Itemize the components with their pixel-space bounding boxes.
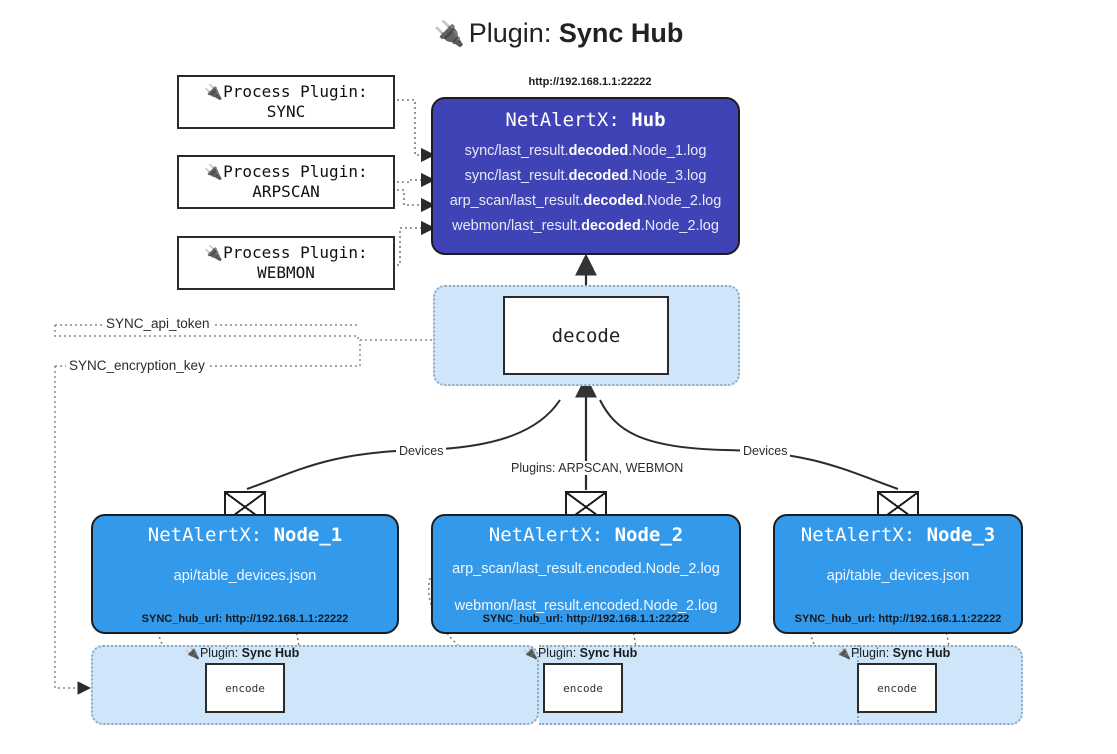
plugin-zone-prefix: Plugin: [199, 646, 239, 660]
plug-icon: 🔌 [836, 646, 851, 660]
plug-icon: 🔌 [523, 646, 538, 660]
hub-log-line: arp_scan/last_result.decoded.Node_2.log [433, 189, 738, 214]
node-resource-line: api/table_devices.json [826, 568, 970, 584]
plugin-zone-prefix: Plugin: [850, 646, 890, 660]
node-app-name: NetAlertX: [147, 524, 263, 546]
hub-log-line: sync/last_result.decoded.Node_3.log [433, 164, 738, 189]
hub-node[interactable]: NetAlertX: Hub sync/last_result.decoded.… [431, 97, 740, 255]
process-plugin-label: 🔌Process Plugin: [204, 82, 367, 102]
node-hub-url-label: SYNC_hub_url: http://192.168.1.1:22222 [141, 613, 349, 625]
log-prefix: sync/last_result. [464, 143, 569, 159]
plugin-zone-prefix: Plugin: [537, 646, 577, 660]
node-title: NetAlertX: Node_2 [433, 524, 739, 546]
page-title: 🔌Plugin: Sync Hub [0, 18, 1117, 49]
edge-label-devices-left: Devices [396, 444, 447, 458]
node-name: Node_3 [926, 524, 996, 546]
process-plugin-caption: Process Plugin: [223, 82, 368, 102]
page-title-prefix: Plugin: [468, 18, 552, 48]
process-plugin-name: ARPSCAN [252, 182, 320, 201]
node-box-node-1[interactable]: NetAlertX: Node_1 api/table_devices.json… [91, 514, 399, 634]
process-plugin-label: 🔌Process Plugin: [204, 243, 367, 263]
node-hub-url-label: SYNC_hub_url: http://192.168.1.1:22222 [794, 613, 1002, 625]
node-box-node-3[interactable]: NetAlertX: Node_3 api/table_devices.json… [773, 514, 1023, 634]
log-suffix: .Node_1.log [628, 143, 707, 159]
hub-name: Hub [631, 109, 666, 131]
label-sync-encryption-key: SYNC_encryption_key [66, 358, 208, 373]
node-resource-line: api/table_devices.json [173, 568, 317, 584]
encode-box[interactable]: encode [543, 663, 623, 713]
plugin-zone-label: 🔌Plugin: Sync Hub [185, 646, 299, 660]
log-prefix: sync/last_result. [464, 168, 569, 185]
process-plugin-name: SYNC [266, 102, 306, 121]
plugin-zone-name: Sync Hub [241, 646, 300, 660]
plug-icon: 🔌 [204, 244, 224, 263]
log-state: decoded [581, 218, 641, 235]
encode-box[interactable]: encode [205, 663, 285, 713]
plugin-zone-name: Sync Hub [579, 646, 638, 660]
node-hub-url-label: SYNC_hub_url: http://192.168.1.1:22222 [482, 613, 690, 625]
node-app-name: NetAlertX: [800, 524, 916, 546]
edge-label-plugins-center: Plugins: ARPSCAN, WEBMON [508, 461, 687, 475]
process-plugin-box-sync[interactable]: 🔌Process Plugin: SYNC [177, 75, 395, 129]
plug-icon: 🔌 [204, 163, 224, 182]
node-box-node-2[interactable]: NetAlertX: Node_2 arp_scan/last_result.e… [431, 514, 741, 634]
hub-log-line: sync/last_result.decoded.Node_1.log [433, 139, 738, 164]
log-state: decoded [568, 143, 629, 159]
edge-label-devices-right: Devices [740, 444, 791, 458]
encode-box[interactable]: encode [857, 663, 937, 713]
plugin-zone-node-1 [91, 645, 539, 725]
label-sync-api-token: SYNC_api_token [103, 316, 213, 331]
hub-log-line: webmon/last_result.decoded.Node_2.log [433, 214, 738, 239]
process-plugin-caption: Process Plugin: [223, 162, 368, 182]
log-suffix: .Node_3.log [628, 168, 707, 185]
plug-icon: 🔌 [204, 83, 224, 102]
log-suffix: .Node_2.log [643, 193, 722, 210]
decode-box[interactable]: decode [503, 296, 669, 375]
process-plugin-box-arpscan[interactable]: 🔌Process Plugin: ARPSCAN [177, 155, 395, 209]
hub-url-label: http://192.168.1.1:22222 [528, 76, 652, 88]
hub-app-name: NetAlertX: [505, 109, 620, 131]
process-plugin-name: WEBMON [257, 263, 315, 282]
process-plugin-label: 🔌Process Plugin: [204, 162, 367, 182]
plugin-zone-name: Sync Hub [892, 646, 951, 660]
node-title: NetAlertX: Node_3 [775, 524, 1021, 546]
node-name: Node_2 [614, 524, 684, 546]
log-state: decoded [568, 168, 629, 185]
log-prefix: webmon/last_result. [452, 218, 582, 235]
node-resource-line: webmon/last_result.encoded.Node_2.log [454, 597, 718, 614]
plug-icon: 🔌 [433, 20, 465, 48]
hub-title: NetAlertX: Hub [433, 109, 738, 131]
plugin-zone-label: 🔌Plugin: Sync Hub [836, 646, 950, 660]
node-resource-line: arp_scan/last_result.encoded.Node_2.log [452, 561, 720, 577]
process-plugin-box-webmon[interactable]: 🔌Process Plugin: WEBMON [177, 236, 395, 290]
log-suffix: .Node_2.log [640, 218, 719, 235]
page-title-name: Sync Hub [558, 18, 684, 48]
plugin-zone-label: 🔌Plugin: Sync Hub [523, 646, 637, 660]
node-app-name: NetAlertX: [488, 524, 604, 546]
log-state: decoded [583, 193, 644, 210]
node-name: Node_1 [273, 524, 343, 546]
process-plugin-caption: Process Plugin: [223, 243, 368, 263]
log-prefix: arp_scan/last_result. [449, 193, 584, 210]
plug-icon: 🔌 [185, 646, 200, 660]
node-title: NetAlertX: Node_1 [93, 524, 397, 546]
